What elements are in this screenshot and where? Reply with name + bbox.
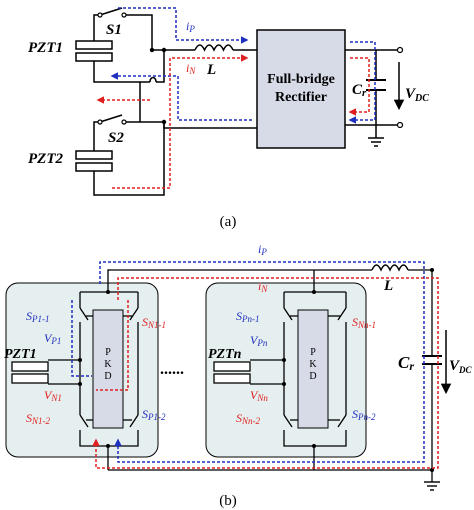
pzt2-element	[75, 150, 113, 172]
ip-path-b	[99, 261, 425, 463]
in-path-b	[92, 277, 439, 469]
snn-2-label: SNn-2	[236, 411, 261, 426]
spn-2-label: SPn-2	[352, 407, 376, 422]
vpn-label: VPn	[250, 333, 268, 348]
ellipsis-dots: ......	[160, 361, 184, 378]
sn1-2-label: SN1-2	[26, 411, 51, 426]
pzt1-element-b	[11, 361, 49, 384]
rectifier-label-1: Full-bridge	[267, 72, 335, 87]
s2-label: S2	[108, 130, 124, 146]
pkdn-letter-d: D	[309, 371, 316, 382]
panel-b: P K D P K D iP iN L PZT1 PZTn ...... SP1…	[4, 242, 473, 509]
capacitor-cr-b	[422, 355, 442, 365]
sp1-1-label: SP1-1	[26, 309, 50, 324]
ip-path-a	[118, 7, 249, 44]
inductor-label-b: L	[383, 278, 393, 294]
in-label-a: iN	[186, 61, 196, 76]
ip-label-a: iP	[186, 19, 195, 34]
spn-1-label: SPn-1	[236, 309, 260, 324]
vdc-label-a: VDC	[405, 86, 429, 104]
pzt2-label-a: PZT2	[28, 151, 63, 167]
ground-a	[368, 137, 384, 147]
pkd1-letter-d: D	[104, 371, 111, 382]
full-bridge-rectifier	[256, 29, 346, 149]
pzt1-label-b: PZT1	[4, 347, 37, 362]
cr-label-a: Cr	[352, 82, 367, 99]
inductor-a	[194, 44, 234, 52]
caption-b: (b)	[219, 493, 237, 509]
panel-b-junctions	[78, 268, 434, 472]
caption-a: (a)	[220, 214, 237, 230]
ip-label-b: iP	[258, 242, 267, 257]
pzt1-label-a: PZT1	[28, 40, 63, 56]
pztn-label-b: PZTn	[208, 347, 242, 362]
pkd1-letter-p: P	[105, 347, 111, 358]
sp1-2-label: SP1-2	[142, 407, 166, 422]
pkd1-letter-k: K	[104, 359, 112, 370]
pkd-box-n	[297, 309, 329, 429]
rectifier-label-2: Rectifier	[275, 90, 327, 105]
vn1-label: VN1	[44, 388, 62, 403]
pkd-box-1	[92, 309, 124, 429]
inductor-b	[371, 264, 409, 272]
sn1-1-label: SN1-1	[142, 315, 166, 330]
pztn-element-b	[213, 361, 251, 384]
vnn-label: VNn	[250, 388, 268, 403]
pkdn-letter-p: P	[310, 347, 316, 358]
in-label-b: iN	[258, 279, 268, 294]
inductor-label-a: L	[206, 62, 216, 78]
pzt1-element	[75, 40, 113, 62]
ground-b	[424, 481, 440, 491]
snn-1-label: SNn-1	[352, 315, 376, 330]
panel-a-wiring	[93, 7, 398, 196]
in-path-a	[112, 54, 249, 189]
pkdn-letter-k: K	[309, 359, 317, 370]
vdc-label-b: VDC	[449, 358, 473, 375]
panel-a: PZT1 PZT2 S1 S2 L iP iN Full-bridge Rect…	[28, 7, 429, 230]
vp1-label: VP1	[44, 331, 61, 346]
s1-label: S1	[106, 22, 122, 38]
cr-label-b: Cr	[398, 353, 414, 373]
